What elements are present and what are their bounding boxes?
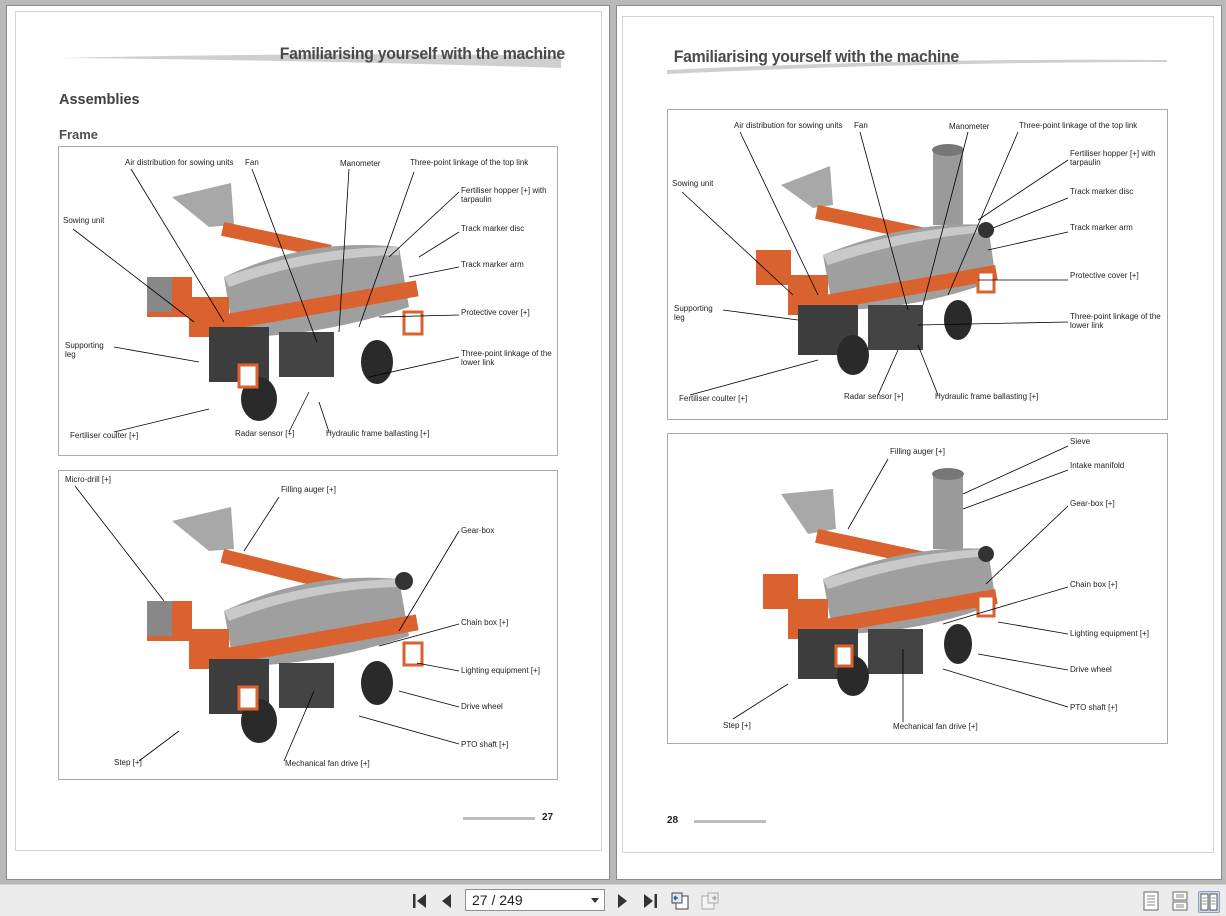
label-lower-link: Three-point linkage of the lower link — [461, 349, 552, 367]
footer-bar — [694, 820, 766, 823]
page-header-title: Familiarising yourself with the machine — [279, 44, 565, 63]
navigation-toolbar: 27 / 249 — [0, 884, 1226, 916]
label-micro-drill: Micro-drill [+] — [65, 475, 112, 484]
label-hydraulic-ballasting: Hydraulic frame ballasting [+] — [935, 392, 1039, 401]
last-page-icon — [644, 894, 657, 908]
page-number: 28 — [667, 815, 679, 826]
label-top-link: Three-point linkage of the top link — [1019, 121, 1138, 130]
label-gear-box: Gear-box [+] — [1070, 499, 1115, 508]
label-mechanical-fan-drive: Mechanical fan drive [+] — [285, 759, 370, 768]
label-gear-box: Gear-box — [461, 526, 495, 535]
label-intake-manifold: Intake manifold — [1070, 461, 1125, 470]
label-track-marker-arm: Track marker arm — [1070, 223, 1133, 232]
label-lighting-equipment: Lighting equipment [+] — [461, 666, 540, 675]
document-page-right: Familiarising yourself with the machine — [616, 5, 1222, 880]
label-lower-link: Three-point linkage of the lower link — [1070, 312, 1161, 330]
label-fertiliser-coulter: Fertiliser coulter [+] — [70, 431, 139, 440]
single-page-view-icon — [1143, 891, 1159, 911]
continuous-view-icon — [1172, 891, 1188, 911]
label-manometer: Manometer — [340, 159, 381, 168]
label-sowing-unit: Sowing unit — [672, 179, 714, 188]
label-track-marker-arm: Track marker arm — [461, 260, 524, 269]
document-page-left: Familiarising yourself with the machine … — [6, 5, 610, 880]
label-fertiliser-hopper: Fertiliser hopper [+] with tarpaulin — [1070, 149, 1156, 167]
label-drive-wheel: Drive wheel — [1070, 665, 1112, 674]
label-lighting-equipment: Lighting equipment [+] — [1070, 629, 1149, 638]
label-fan: Fan — [854, 121, 868, 130]
frame-figure-front: Air distribution for sowing units Fan Ma… — [667, 109, 1168, 420]
label-step: Step [+] — [723, 721, 751, 730]
header-swoosh — [61, 54, 561, 68]
label-filling-auger: Filling auger [+] — [281, 485, 336, 494]
label-filling-auger: Filling auger [+] — [890, 447, 945, 456]
label-radar-sensor: Radar sensor [+] — [844, 392, 904, 401]
next-page-icon — [618, 894, 627, 908]
section-title: Assemblies — [59, 92, 140, 108]
label-sieve: Sieve — [1070, 437, 1091, 446]
back-view-button[interactable] — [670, 891, 690, 911]
page-frame — [15, 11, 602, 851]
label-radar-sensor: Radar sensor [+] — [235, 429, 295, 438]
frame-figure-rear: Micro-drill [+] Filling auger [+] Gear-b… — [58, 470, 558, 780]
next-page-button[interactable] — [612, 891, 632, 911]
label-protective-cover: Protective cover [+] — [461, 308, 530, 317]
continuous-view-button[interactable] — [1170, 891, 1190, 911]
seed-drill-illustration-rear — [732, 445, 1069, 722]
label-mechanical-fan-drive: Mechanical fan drive [+] — [893, 722, 978, 731]
last-page-button[interactable] — [640, 891, 660, 911]
label-manometer: Manometer — [949, 122, 990, 131]
two-page-view-icon — [1200, 893, 1218, 911]
first-page-icon — [413, 894, 426, 908]
seed-drill-illustration-rear — [74, 485, 460, 762]
label-fertiliser-coulter: Fertiliser coulter [+] — [679, 394, 748, 403]
first-page-button[interactable] — [410, 891, 430, 911]
two-page-view-button[interactable] — [1198, 891, 1220, 913]
label-step: Step [+] — [114, 758, 142, 767]
forward-view-icon — [701, 892, 719, 910]
page-indicator: 27 / 249 — [472, 892, 523, 908]
label-supporting-leg: Supporting leg — [674, 304, 713, 322]
chevron-down-icon — [591, 898, 599, 903]
label-track-marker-disc: Track marker disc — [1070, 187, 1134, 196]
label-pto-shaft: PTO shaft [+] — [1070, 703, 1118, 712]
seed-drill-illustration — [72, 168, 460, 433]
label-drive-wheel: Drive wheel — [461, 702, 503, 711]
label-air-distribution: Air distribution for sowing units — [734, 121, 843, 130]
forward-view-button[interactable] — [700, 891, 720, 911]
label-top-link: Three-point linkage of the top link — [410, 158, 529, 167]
page-header-title: Familiarising yourself with the machine — [673, 47, 959, 66]
label-hydraulic-ballasting: Hydraulic frame ballasting [+] — [326, 429, 430, 438]
label-fertiliser-hopper: Fertiliser hopper [+] with tarpaulin — [461, 186, 547, 204]
label-pto-shaft: PTO shaft [+] — [461, 740, 509, 749]
frame-figure-rear: Sieve Filling auger [+] Intake manifold … — [667, 433, 1168, 744]
label-fan: Fan — [245, 158, 259, 167]
frame-figure-front: Air distribution for sowing units Fan Ma… — [58, 146, 558, 456]
label-chain-box: Chain box [+] — [1070, 580, 1118, 589]
previous-page-icon — [442, 894, 451, 908]
page-number: 27 — [542, 812, 554, 823]
label-sowing-unit: Sowing unit — [63, 216, 105, 225]
back-view-icon — [671, 892, 689, 910]
label-supporting-leg: Supporting leg — [65, 341, 104, 359]
label-chain-box: Chain box [+] — [461, 618, 509, 627]
page-frame — [622, 16, 1214, 853]
header-swoosh — [667, 59, 1167, 74]
single-page-view-button[interactable] — [1141, 891, 1161, 911]
seed-drill-illustration — [681, 131, 1069, 396]
footer-bar — [463, 817, 535, 820]
label-air-distribution: Air distribution for sowing units — [125, 158, 234, 167]
label-protective-cover: Protective cover [+] — [1070, 271, 1139, 280]
previous-page-button[interactable] — [437, 891, 457, 911]
label-track-marker-disc: Track marker disc — [461, 224, 525, 233]
subsection-title: Frame — [59, 127, 99, 142]
page-number-select[interactable]: 27 / 249 — [465, 889, 605, 911]
